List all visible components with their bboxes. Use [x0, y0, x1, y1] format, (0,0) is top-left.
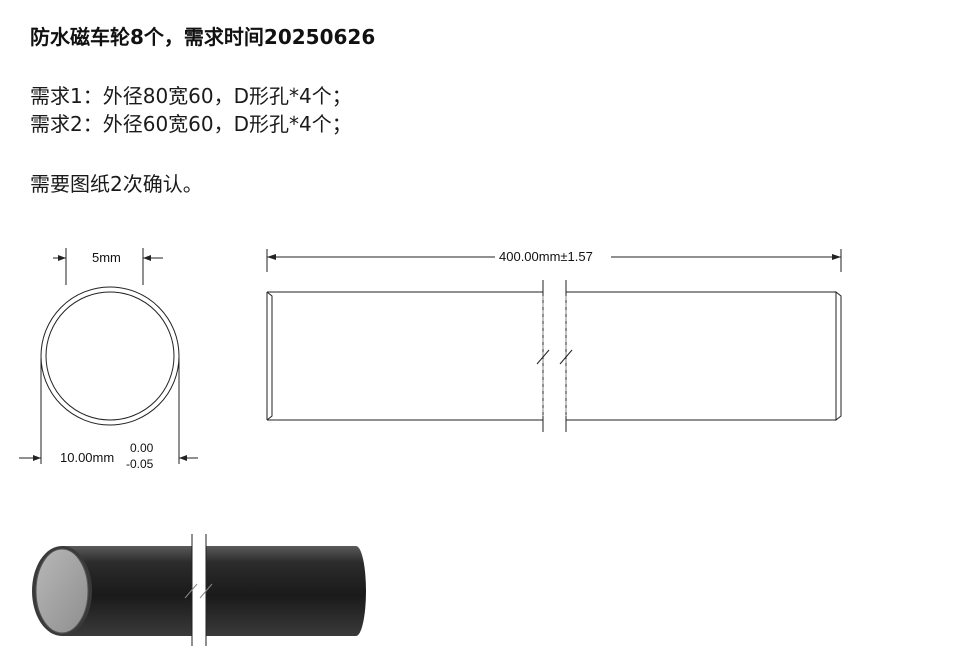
arrowhead	[179, 455, 187, 461]
width-dim-label: 5mm	[92, 250, 121, 265]
requirement-line-2: 需求2：外径60宽60，D形孔*4个；	[30, 112, 352, 136]
arrowhead	[33, 455, 41, 461]
document-title: 防水磁车轮8个，需求时间20250626	[30, 25, 376, 49]
tolerance-lower: -0.05	[126, 457, 154, 471]
iso-view	[32, 534, 366, 646]
arrowhead	[58, 255, 66, 261]
outer-circle	[40, 286, 180, 426]
arrowhead	[832, 254, 841, 260]
diameter-dim-label: 10.00mm	[60, 450, 114, 465]
dim-label-bg	[497, 248, 609, 264]
side-view	[266, 249, 842, 432]
requirement-line-1: 需求1：外径80宽60，D形孔*4个；	[30, 84, 352, 108]
inner-circle	[45, 291, 175, 421]
arrowhead	[267, 254, 276, 260]
tolerance-upper: 0.00	[130, 441, 154, 455]
arrowhead	[143, 255, 151, 261]
end-view	[19, 248, 198, 464]
confirmation-note: 需要图纸2次确认。	[30, 172, 203, 196]
break-mark	[559, 349, 573, 365]
length-dim-label: 400.00mm±1.57	[499, 249, 593, 264]
break-mark	[536, 349, 550, 365]
